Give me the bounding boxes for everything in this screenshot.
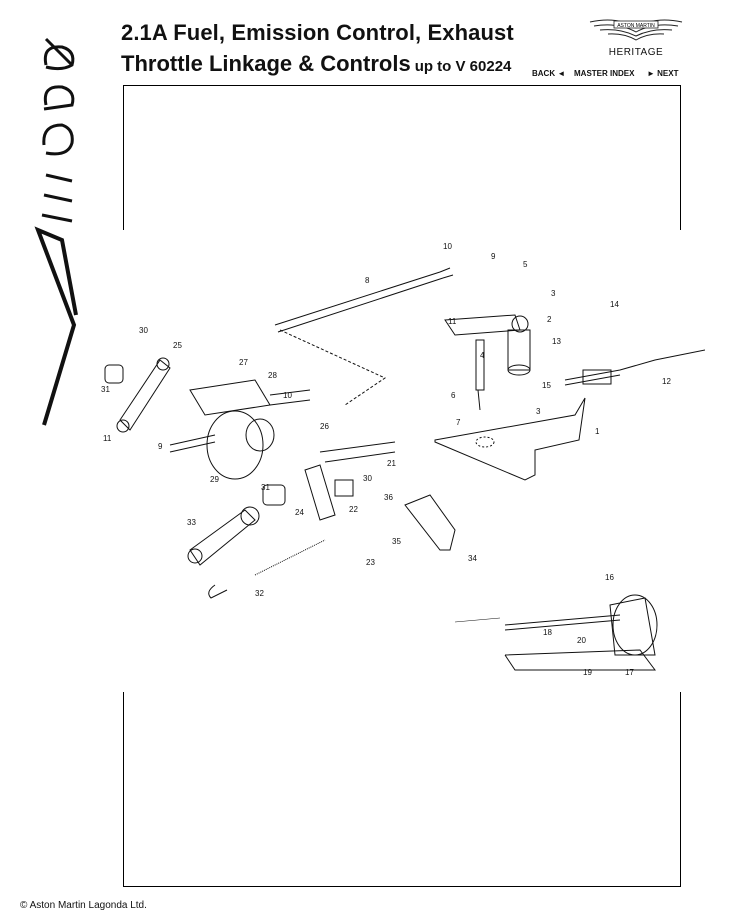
part-callout-4: 4 xyxy=(480,351,485,360)
part-callout-15: 15 xyxy=(542,381,551,390)
part-callout-28: 28 xyxy=(268,371,277,380)
part-callout-2: 2 xyxy=(547,315,552,324)
part-callout-31: 31 xyxy=(261,483,270,492)
part-callout-11: 11 xyxy=(103,434,112,443)
svg-text:ASTON MARTIN: ASTON MARTIN xyxy=(617,23,655,29)
part-callout-8: 8 xyxy=(365,276,370,285)
part-callout-30: 30 xyxy=(139,326,148,335)
part-callout-18: 18 xyxy=(543,628,552,637)
part-callout-21: 21 xyxy=(387,459,396,468)
part-callout-25: 25 xyxy=(173,341,182,350)
part-callout-20: 20 xyxy=(577,636,586,645)
rod-part xyxy=(274,271,444,333)
part-callout-36: 36 xyxy=(384,493,393,502)
part-callout-19: 19 xyxy=(583,668,592,677)
part-callout-1: 1 xyxy=(595,427,600,436)
back-link[interactable]: BACK ◄ xyxy=(532,69,566,78)
part-callout-24: 24 xyxy=(295,508,304,517)
part-callout-3: 3 xyxy=(536,407,541,416)
part-callout-34: 34 xyxy=(468,554,477,563)
part-callout-27: 27 xyxy=(239,358,248,367)
part-callout-22: 22 xyxy=(349,505,358,514)
virage-logo-icon xyxy=(32,25,82,435)
master-index-link[interactable]: MASTER INDEX xyxy=(574,69,635,78)
page-title: 2.1A Fuel, Emission Control, Exhaust xyxy=(121,20,514,45)
part-callout-14: 14 xyxy=(610,300,619,309)
part-callout-35: 35 xyxy=(392,537,401,546)
heritage-label: HERITAGE xyxy=(608,47,664,58)
part-callout-9: 9 xyxy=(158,442,163,451)
copyright-footer: © Aston Martin Lagonda Ltd. xyxy=(20,900,147,911)
part-callout-9: 9 xyxy=(491,252,496,261)
part-callout-17: 17 xyxy=(625,668,634,677)
part-callout-5: 5 xyxy=(523,260,528,269)
part-callout-11: 11 xyxy=(448,317,457,326)
part-callout-32: 32 xyxy=(255,589,264,598)
part-callout-6: 6 xyxy=(451,391,456,400)
part-callout-26: 26 xyxy=(320,422,329,431)
part-callout-3: 3 xyxy=(551,289,556,298)
subtitle-suffix: up to V 60224 xyxy=(414,58,512,75)
part-callout-7: 7 xyxy=(456,418,461,427)
part-callout-31: 31 xyxy=(101,385,110,394)
part-callout-12: 12 xyxy=(662,377,671,386)
next-link[interactable]: ► NEXT xyxy=(647,69,679,78)
subtitle-main: Throttle Linkage & Controls xyxy=(121,51,411,76)
part-callout-10: 10 xyxy=(443,242,452,251)
part-callout-33: 33 xyxy=(187,518,196,527)
part-callout-13: 13 xyxy=(552,337,561,346)
aston-martin-wings-logo-icon: ASTON MARTIN xyxy=(588,12,684,44)
part-callout-30: 30 xyxy=(363,474,372,483)
part-callout-23: 23 xyxy=(366,558,375,567)
part-callout-29: 29 xyxy=(210,475,219,484)
part-callout-16: 16 xyxy=(605,573,614,582)
part-callout-10: 10 xyxy=(283,391,292,400)
